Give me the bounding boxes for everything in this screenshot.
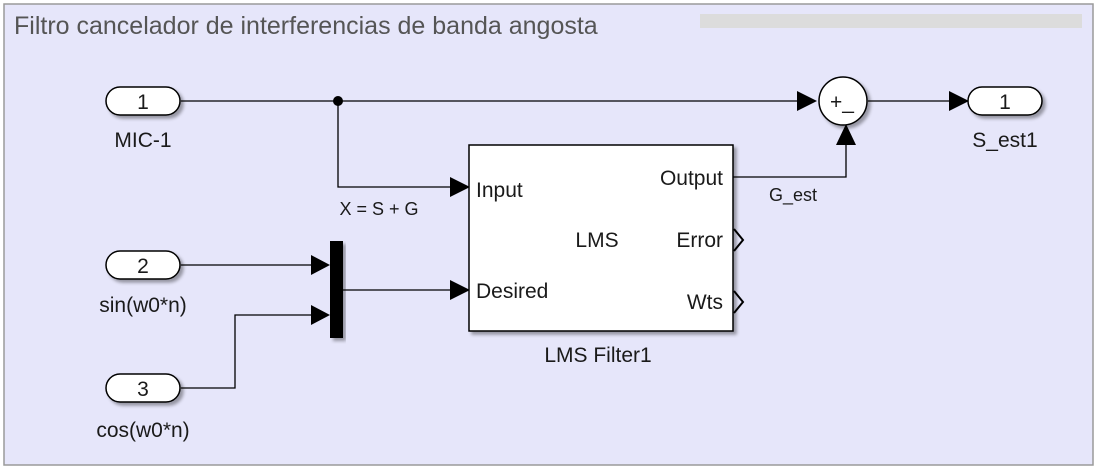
branch-junction [333, 96, 343, 106]
subsystem-title: Filtro cancelador de interferencias de b… [14, 12, 598, 40]
lms-center-label: LMS [575, 229, 618, 252]
lms-port-output-label: Output [660, 167, 723, 190]
lms-port-desired-label: Desired [476, 280, 548, 303]
signal-output-to-sum [733, 142, 847, 178]
lms-port-input-label: Input [476, 179, 523, 202]
inport-2-number: 2 [137, 255, 149, 278]
inport-3[interactable]: 3 [105, 373, 181, 403]
arrow-mux-in1 [311, 255, 330, 275]
sum-block[interactable]: +_ [818, 76, 868, 126]
arrow-sum-plus [797, 91, 817, 111]
lms-port-error-label: Error [676, 229, 723, 252]
inport-2-label: sin(w0*n) [99, 294, 187, 317]
signal-label-x: X = S + G [339, 199, 418, 219]
lms-port-wts-label: Wts [687, 291, 723, 314]
arrow-lms-desired [450, 280, 470, 300]
arrow-outport [949, 91, 969, 111]
inport-1[interactable]: 1 [105, 86, 181, 116]
outport-1-label: S_est1 [972, 129, 1037, 152]
inport-3-label: cos(w0*n) [96, 419, 189, 442]
outport-1[interactable]: 1 [967, 86, 1043, 116]
lms-wts-port-chevron [733, 290, 745, 314]
signal-label-g-est: G_est [769, 185, 817, 206]
signal-lines [181, 100, 956, 389]
signal-arrowheads [311, 91, 969, 325]
inport-1-label: MIC-1 [114, 129, 171, 152]
lms-filter-block[interactable]: Input Desired LMS Output Error Wts [468, 144, 745, 332]
arrow-lms-input [450, 177, 470, 197]
inport-3-number: 3 [137, 378, 149, 401]
lms-error-port-chevron [733, 228, 745, 252]
mux-block[interactable] [330, 241, 343, 338]
lms-block-name: LMS Filter1 [544, 344, 651, 367]
subsystem-title-bar [700, 14, 1082, 28]
signal-cos-to-mux [181, 314, 315, 389]
inport-2[interactable]: 2 [105, 250, 181, 280]
sum-block-signs: +_ [830, 91, 854, 114]
arrow-sum-minus [836, 124, 856, 145]
arrow-mux-in2 [311, 305, 330, 325]
inport-1-number: 1 [137, 91, 149, 114]
signal-branch-to-input [337, 101, 458, 188]
outport-1-number: 1 [999, 91, 1011, 114]
